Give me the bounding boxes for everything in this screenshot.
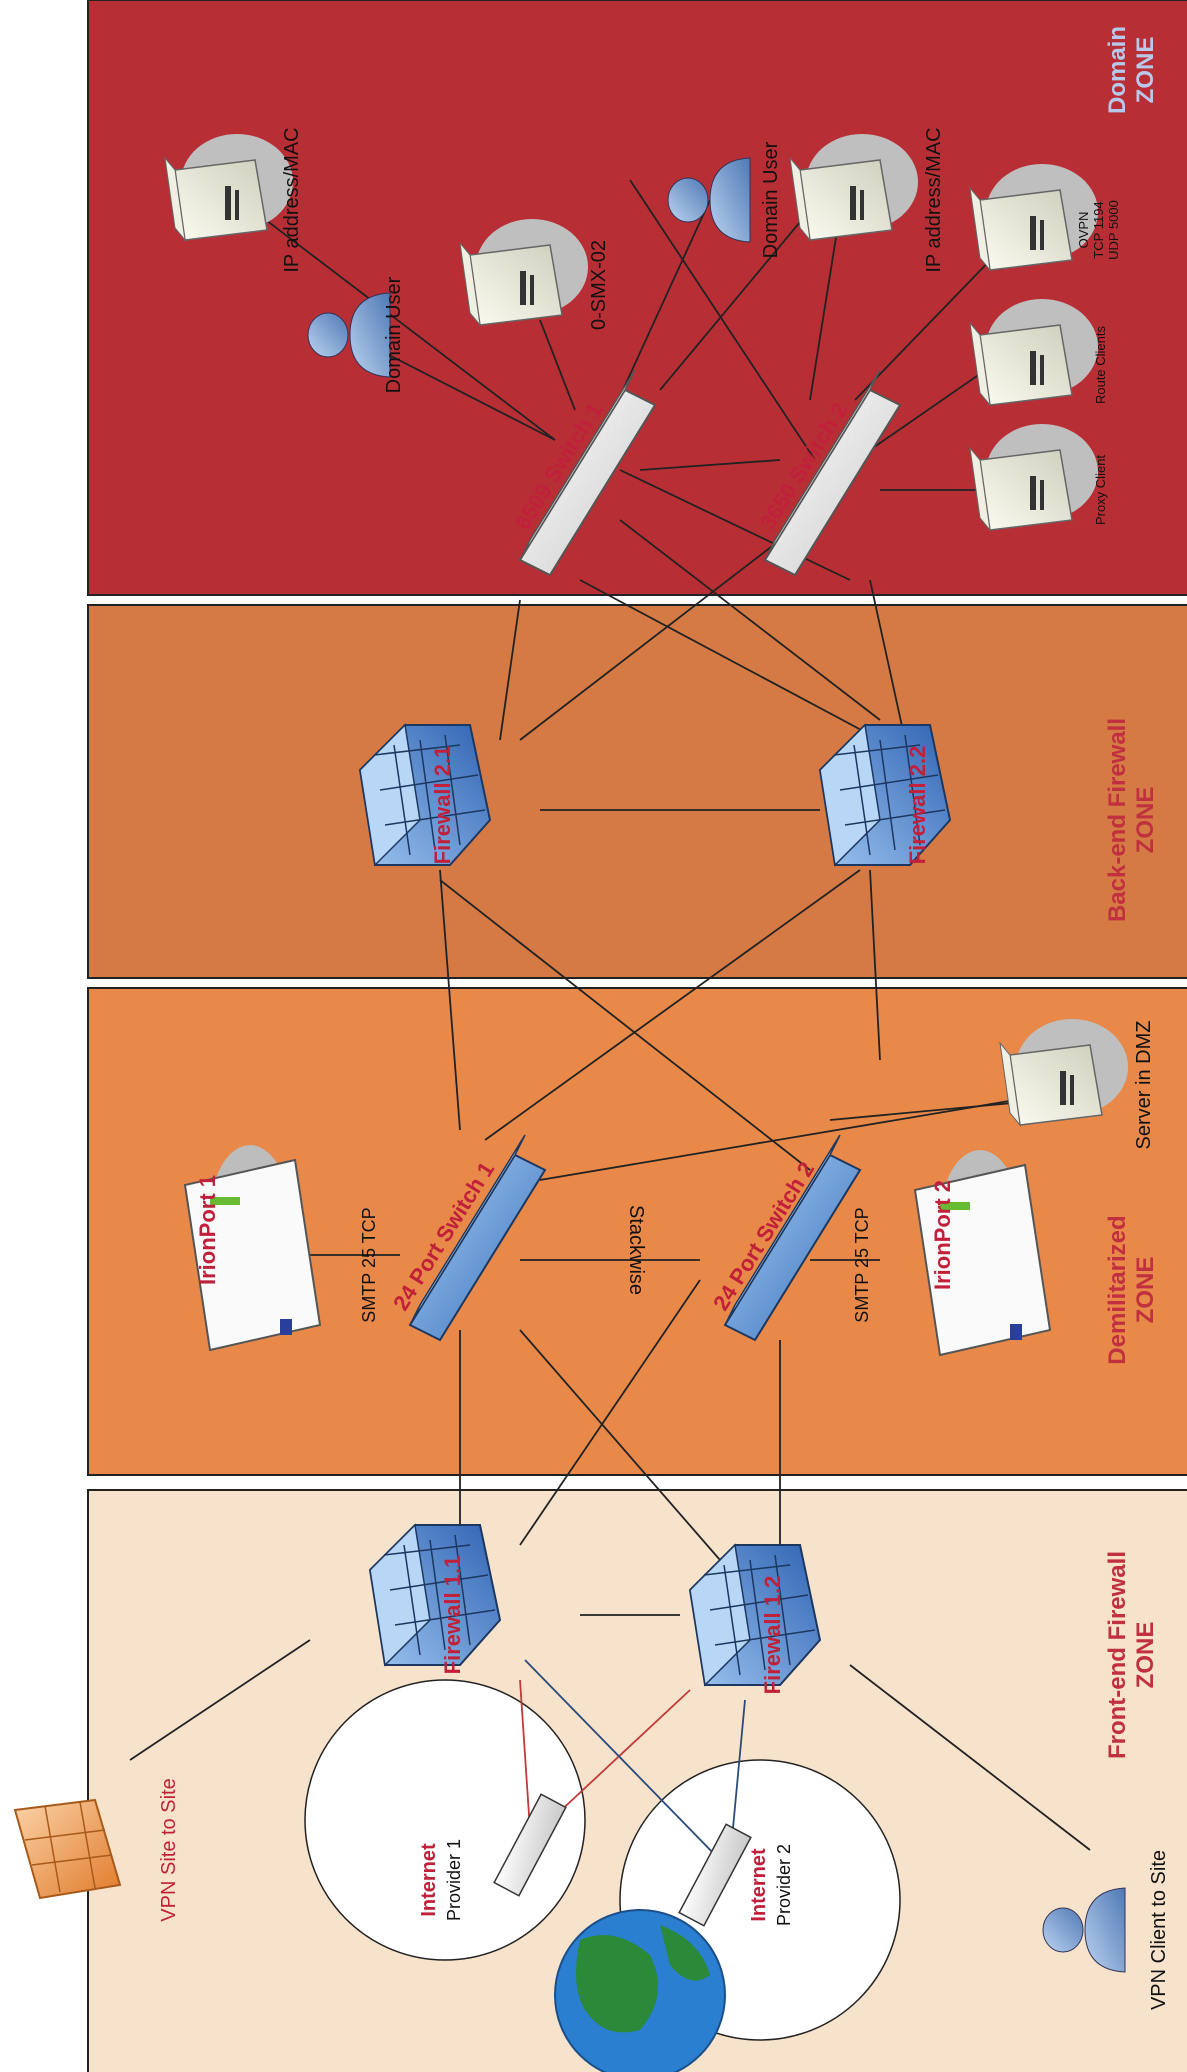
backend-zone-subtitle: ZONE [1132,787,1159,854]
backend-zone-title: Back-end Firewall [1104,718,1131,922]
label-smx: 0-SMX-02 [588,240,610,330]
red-link-1 [519,1679,531,1831]
backend-zone: Back-end Firewall ZONE [87,604,1187,979]
globe-icon [554,1909,726,2072]
vpn-site-to-site-icon [13,1798,122,1900]
label-internet-2: Internet [748,1848,770,1922]
label-route-clients: Route Clients [1093,325,1108,404]
domain-zone-subtitle: ZONE [1132,37,1159,104]
label-ironport-1: IrionPort 1 [195,1175,220,1285]
label-provider-1: Provider 1 [444,1839,464,1921]
dmz-zone-title: Demilitarized [1104,1215,1131,1364]
label-ip-mac-2: IP address/MAC [923,127,945,272]
label-ovpn-3: UDP 5000 [1106,200,1121,260]
label-internet-1: Internet [418,1843,440,1917]
router-1-icon [493,1793,567,1897]
label-domain-user-2: Domain User [760,141,782,258]
label-firewall-1-2: Firewall 1.2 [760,1576,785,1695]
label-smtp-2: SMTP 25 TCP [852,1207,872,1322]
label-provider-2: Provider 2 [774,1844,794,1926]
front-zone-subtitle: ZONE [1132,1622,1159,1689]
label-vpn-client: VPN Client to Site [1148,1850,1170,2010]
label-smtp-1: SMTP 25 TCP [359,1207,379,1322]
label-proxy-client: Proxy Client [1093,455,1108,525]
label-ironport-2: IrionPort 2 [930,1180,955,1290]
label-domain-user-1: Domain User [383,276,405,393]
front-zone-title: Front-end Firewall [1104,1551,1131,1759]
label-stackwise: Stackwise [625,1205,647,1295]
blue-link-1 [524,1659,721,1861]
label-firewall-2-2: Firewall 2.2 [905,746,930,865]
dmz-zone-subtitle: ZONE [1132,1257,1159,1324]
label-vpn-site: VPN Site to Site [158,1778,180,1921]
label-ovpn-1: OVPN [1076,212,1091,249]
label-firewall-1-1: Firewall 1.1 [440,1556,465,1675]
label-ip-mac-1: IP address/MAC [281,127,303,272]
router-2-icon [678,1823,752,1927]
label-ovpn-2: TCP 1194 [1091,201,1106,258]
backend-zone-box [87,604,1187,979]
domain-zone-title: Domain [1104,26,1131,114]
label-server-dmz: Server in DMZ [1133,1021,1155,1150]
links [129,149,1091,1851]
label-firewall-2-1: Firewall 2.1 [430,746,455,865]
